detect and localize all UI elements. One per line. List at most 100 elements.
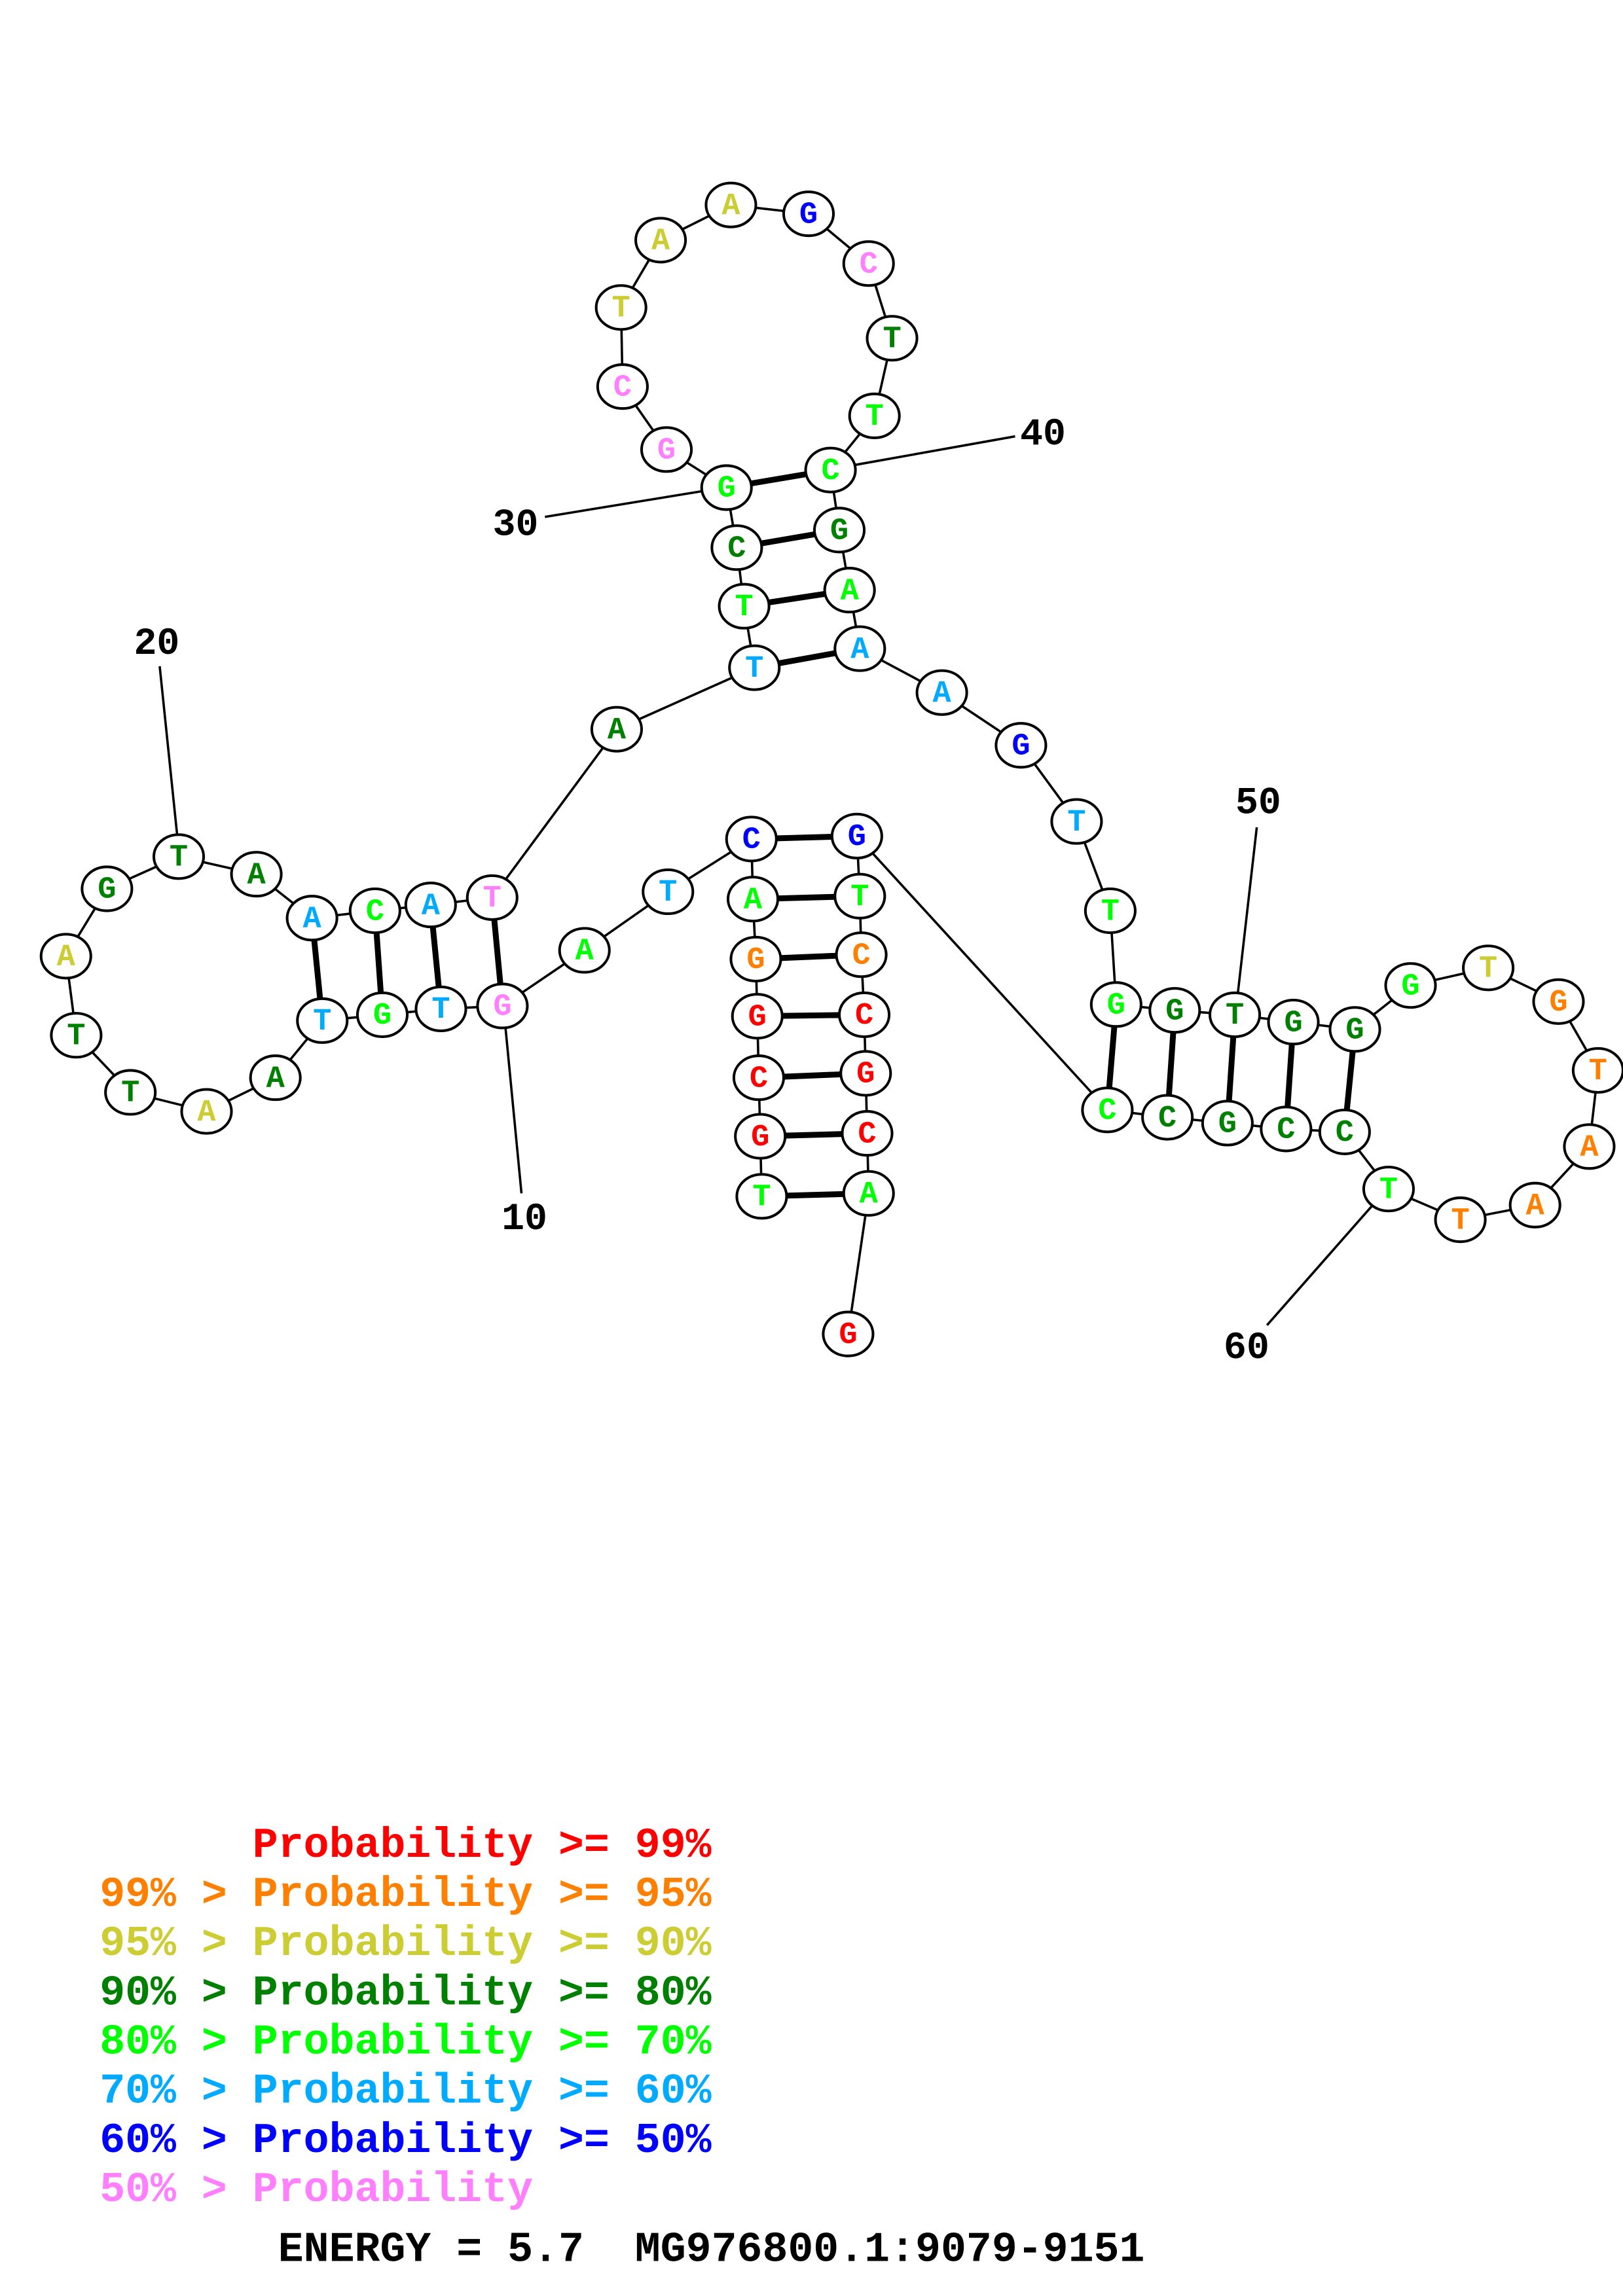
position-label-lines [158,435,1375,1326]
nucleotide-circle [726,876,780,923]
nucleotide-57: A [1563,1123,1616,1170]
nucleotide-letter: T [313,1005,331,1039]
legend-prefix: 99% > [100,1871,253,1919]
nucleotide-letter: G [751,1121,769,1155]
nucleotide-circle [915,669,968,716]
position-label: 40 [1020,414,1066,456]
nucleotide-circle [594,284,647,331]
nucleotide-circle [718,583,771,630]
backbone-lines [64,204,1599,1335]
nucleotide-2: G [734,1113,787,1160]
nucleotide-circle [1532,978,1585,1025]
nucleotide-35: A [704,181,757,228]
nucleotide-circle [1362,1166,1415,1213]
nucleotide-circle [842,1170,895,1217]
nucleotide-circle [642,868,695,916]
nucleotide-circle [596,363,649,410]
nucleotide-circle [839,1050,892,1097]
nucleotide-letter: G [1012,729,1030,764]
nucleotide-53: G [1384,962,1437,1009]
nucleotide-16: T [104,1069,157,1116]
nucleotide-22: A [285,895,338,942]
legend-label: Probability [253,1822,533,1870]
nucleotide-letter: G [1345,1014,1364,1049]
position-label-line [545,489,706,518]
nucleotide-circle [1563,1123,1616,1170]
footer-energy-region: ENERGY = 5.7 MG976800.1:9079-9151 [100,2226,1272,2274]
nucleotide-letter: T [1379,1173,1398,1208]
legend-entry: 95% > Probability >= 90% [100,1920,711,1968]
nucleotide-letter: T [1067,806,1085,840]
legend-label: Probability [253,1920,533,1968]
nucleotide-letter: G [1549,986,1567,1020]
nucleotide-circle [285,895,338,942]
nucleotide-44: A [915,669,968,716]
nucleotide-56: T [1571,1047,1623,1094]
nucleotide-circle [1328,1006,1381,1053]
legend-entry: 99% > Probability >= 95% [100,1871,711,1919]
nucleotide-52: G [1328,1006,1381,1053]
nucleotide-letter: T [1589,1054,1607,1089]
nucleotide-letter: A [57,941,76,975]
nucleotide-circle [782,190,835,238]
nucleotide-letter: G [830,514,848,549]
nucleotide-40: C [804,446,857,493]
nucleotide-circle [1434,1196,1487,1244]
region-text: MG976800.1:9079-9151 [635,2226,1145,2274]
nucleotide-circle [830,812,883,860]
position-label: 20 [134,623,180,666]
nucleotide-circle [804,446,857,493]
nucleotide-letter: A [744,883,763,918]
legend-suffix: >= 95% [533,1871,712,1919]
nucleotide-letter: C [750,1062,768,1096]
nucleotide-letter: G [1165,994,1184,1029]
nucleotide-27: T [728,644,781,691]
nucleotide-42: A [823,567,876,614]
nucleotide-letter: C [852,939,870,973]
nucleotide-circle [1508,1181,1561,1229]
spacer [584,2226,635,2274]
nucleotide-letter: G [1284,1006,1302,1041]
nucleotide-circle [729,935,782,982]
nucleotide-letter: G [848,820,866,855]
legend-prefix [100,1822,253,1870]
nucleotide-circle [50,1012,103,1059]
nucleotide-circle [866,315,919,362]
nucleotide-70: G [839,1050,892,1097]
nucleotide-letter: A [651,224,670,259]
nucleotide-65: C [1081,1086,1134,1134]
legend-suffix: >= 80% [533,1969,712,2017]
nucleotide-48: G [1089,981,1142,1028]
nucleotide-41: G [812,507,866,554]
nucleotide-circle [732,1054,786,1102]
position-label-line [1266,1202,1375,1326]
nucleotide-circle [1148,987,1201,1034]
nucleotide-circle [822,1310,875,1357]
nucleotide-letter: G [1218,1107,1237,1142]
nucleotide-letter: C [855,999,873,1033]
nucleotide-66: G [830,812,883,860]
nucleotide-circle [230,851,283,898]
nucleotide-letter: G [746,943,765,978]
position-label: 10 [501,1198,547,1241]
nucleotide-letter: G [98,873,116,908]
nucleotide-26: A [590,706,643,753]
nucleotide-letter: T [659,876,677,910]
nucleotide-circle [634,217,687,264]
nucleotide-letter: G [856,1058,875,1092]
nucleotide-circle [590,706,643,753]
nucleotide-circle [835,931,888,978]
energy-text: ENERGY = 5.7 [278,2226,584,2274]
nucleotide-letter: A [422,889,441,924]
nucleotide-43: A [833,625,886,672]
nucleotide-letter: C [727,531,746,566]
legend-entry: 80% > Probability >= 70% [100,2019,711,2067]
nucleotide-72: A [842,1170,895,1217]
legend-entry: 70% > Probability >= 60% [100,2068,711,2116]
nucleotide-letter: G [1401,969,1419,1004]
nucleotide-letter: T [67,1019,85,1054]
nucleotide-letter: G [718,472,736,507]
nucleotide-letter: A [197,1096,216,1130]
nucleotide-20: T [152,833,206,880]
